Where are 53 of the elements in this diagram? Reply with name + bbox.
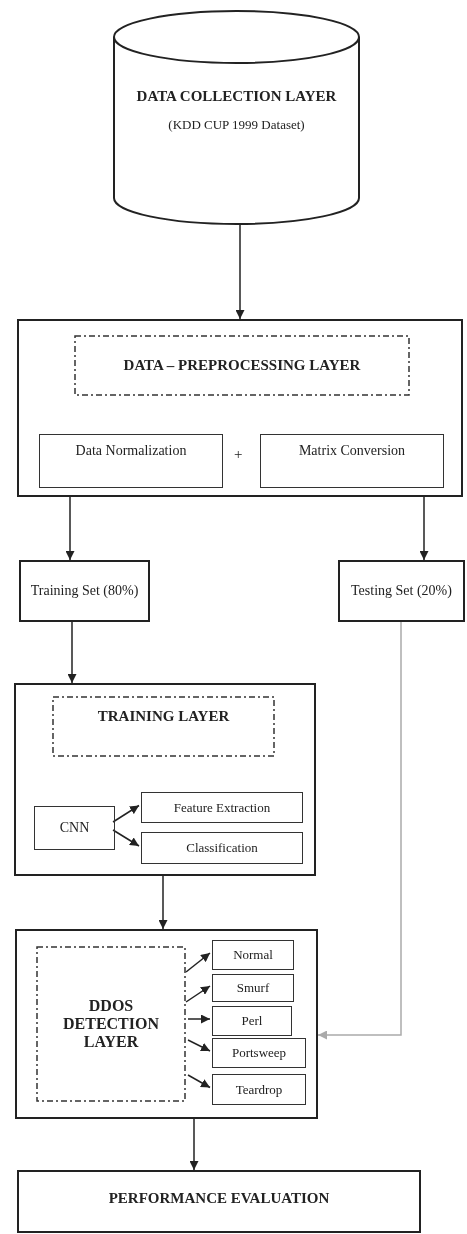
node-text: Classification <box>185 840 259 856</box>
class-box <box>212 1038 306 1068</box>
plus-sign: + <box>234 446 243 463</box>
process-box <box>34 806 115 850</box>
node-text: Training Set (80%) <box>29 583 140 599</box>
node-text: CNN <box>58 820 91 836</box>
heading-text: DATA COLLECTION LAYER <box>135 88 338 105</box>
node-text: Normal <box>232 947 274 963</box>
arrow <box>235 224 245 320</box>
heading-text: DDOS DETECTION LAYER <box>62 997 160 1051</box>
arrow <box>158 875 168 930</box>
node-text: Teardrop <box>234 1081 284 1098</box>
layer-panel <box>17 319 463 497</box>
process-box <box>39 434 223 488</box>
node-text: (KDD CUP 1999 Dataset) <box>167 117 306 133</box>
layer-panel <box>14 683 316 876</box>
class-box <box>212 974 294 1002</box>
process-box <box>17 1170 421 1233</box>
node-text: Data Normalization <box>74 443 188 459</box>
class-box <box>212 1006 292 1036</box>
data-split-box <box>338 560 465 622</box>
layer-panel <box>15 929 318 1119</box>
dashed-heading-box <box>36 946 186 1102</box>
database-cylinder <box>113 10 360 225</box>
heading-text: DATA – PREPROCESSING LAYER <box>122 357 362 374</box>
process-box <box>141 832 303 864</box>
arrow <box>185 952 211 973</box>
class-box <box>212 1074 306 1105</box>
arrow <box>112 829 140 847</box>
node-text: Portsweep <box>230 1045 288 1061</box>
arrow <box>419 496 429 561</box>
arrow <box>185 985 211 1003</box>
node-text: Feature Extraction <box>172 799 272 816</box>
dashed-heading-box <box>74 335 410 396</box>
process-box <box>141 792 303 823</box>
arrow <box>187 1074 211 1089</box>
class-box <box>212 940 294 970</box>
arrow <box>112 804 140 823</box>
arrow <box>317 621 402 1040</box>
arrow <box>187 1039 211 1052</box>
process-box <box>260 434 444 488</box>
arrow <box>67 621 77 684</box>
node-text: Smurf <box>235 980 271 996</box>
arrow <box>65 496 75 561</box>
node-text: Perl <box>240 1013 264 1029</box>
arrow <box>187 1014 211 1024</box>
arrow <box>189 1118 199 1171</box>
dashed-heading-box <box>52 696 275 757</box>
data-split-box <box>19 560 150 622</box>
node-text: Testing Set (20%) <box>350 583 453 599</box>
heading-text: TRAINING LAYER <box>96 708 231 725</box>
heading-text: PERFORMANCE EVALUATION <box>107 1190 331 1207</box>
node-text: Matrix Conversion <box>297 443 407 459</box>
